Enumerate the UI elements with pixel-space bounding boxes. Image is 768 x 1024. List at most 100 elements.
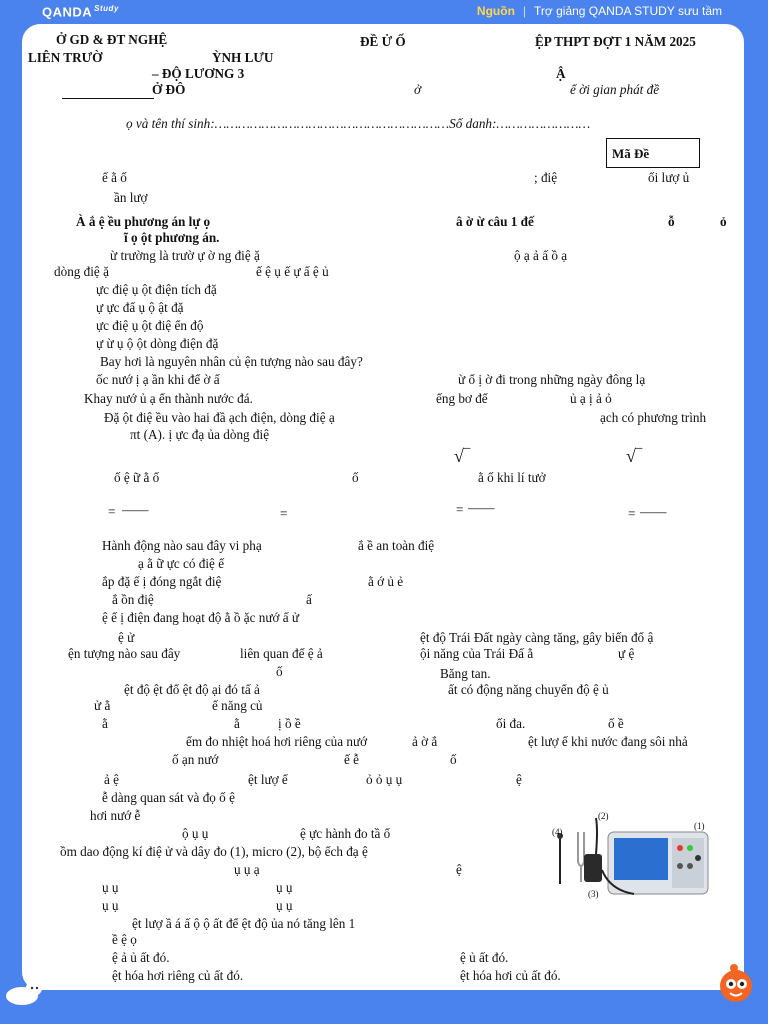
text-line: ằ: [234, 716, 240, 731]
text-line: ế ằ ố: [102, 170, 127, 185]
underline: [62, 98, 154, 99]
text-line: ực điệ ụ ột điệ ển độ: [96, 318, 204, 333]
text-line: ử ằ: [94, 698, 111, 713]
text-line: ạch có phương trình: [600, 410, 707, 425]
text-line: ả ờ ắ: [412, 734, 438, 749]
fraction-bar: ——: [640, 504, 667, 519]
cat-mascot-icon: [4, 976, 46, 1006]
exam-name: ỆP THPT ĐỢT 1 NĂM 2025: [535, 34, 696, 49]
fraction-bar: ——: [468, 500, 495, 515]
section-heading: ĩ ọ ột phương án.: [124, 230, 220, 245]
exam-subject: – ĐỘ LƯƠNG 3: [152, 66, 245, 81]
text-line: Khay nướ ủ ạ ển thành nước đá.: [84, 391, 253, 406]
oscilloscope-figure: (2) (1) (4) (3): [538, 810, 738, 902]
header-o-mark: ở: [414, 82, 422, 97]
text-line: ề ệ ọ: [112, 932, 137, 947]
equation: =: [280, 506, 288, 521]
sqrt-symbol: √‾: [626, 446, 642, 466]
option-line: ệ ủ ất đó.: [460, 950, 509, 965]
equation: =: [456, 502, 464, 517]
text-line: ần lượ: [114, 190, 148, 205]
text-line: ệt độ ệt đổ ệt độ ại đó tấ ả: [124, 682, 260, 697]
option-line: ệ ả ủ ất đó.: [112, 950, 170, 965]
exam-title: ĐỀ Ử Ố: [360, 34, 406, 49]
text-line: ệ ử: [118, 630, 135, 645]
text-line: ệt lượ ế: [248, 772, 288, 787]
text-line: ếng bơ để: [436, 391, 488, 406]
header-org: Ở GD & ĐT NGHỆ: [56, 32, 168, 47]
option-line: ụ ụ: [102, 880, 119, 895]
figure-label: (2): [598, 811, 609, 821]
text-line: ểm đo nhiệt hoá hơi riêng của nướ: [186, 734, 368, 749]
text-line: ối lượ ủ: [648, 170, 690, 185]
text-line: Băng tan.: [440, 666, 491, 681]
header-sub-org: Ở ĐÔ: [152, 82, 186, 97]
section-heading: ỗ: [668, 214, 675, 229]
student-info: ọ và tên thí sinh:……………………………………………………Số…: [126, 116, 591, 131]
text-line: ệt độ Trái Đất ngày càng tăng, gây biến …: [420, 630, 654, 645]
text-line: ất có động năng chuyển độ ệ ủ: [448, 682, 609, 697]
section-heading: À ắ ệ ều phương án lự ọ: [76, 214, 211, 229]
header-province: ỲNH LƯU: [212, 50, 274, 65]
text-line: ễ dàng quan sát và đọ ố ệ: [102, 790, 235, 805]
text-line: Hành động nào sau đây vi phạ: [102, 538, 262, 553]
text-line: ố ề: [608, 716, 624, 731]
text-line: ộ ạ ả ấ ồ ạ: [514, 248, 568, 263]
text-line: ừ ổ ị ờ đi trong những ngày đông lạ: [458, 372, 646, 387]
text-line: ế năng củ: [212, 698, 263, 713]
text-line: ắ ề an toàn điệ: [358, 538, 435, 553]
header-school: LIÊN TRƯỜ: [28, 50, 103, 65]
fraction-bar: ——: [122, 502, 149, 517]
text-line: ội năng của Trái Đấ ằ: [420, 646, 534, 661]
text-line: ố: [276, 664, 283, 679]
source-credit: Nguồn|Trợ giảng QANDA STUDY sưu tầm: [476, 4, 722, 18]
option-line: ụ ụ: [102, 898, 119, 913]
text-line: Đặ ột điệ ều vào hai đầ ạch điện, dòng đ…: [104, 410, 335, 425]
option-line: ệt hóa hơi củ ất đó.: [460, 968, 561, 983]
text-line: ệt lượ ế khi nước đang sôi nhả: [528, 734, 688, 749]
text-line: ị ồ ề: [278, 716, 301, 731]
text-line: ện tượng nào sau đây: [68, 646, 181, 661]
text-line: ế ễ: [344, 752, 360, 767]
text-line: ; điệ: [534, 170, 558, 185]
figure-label: (4): [552, 827, 563, 837]
text-line: ộ ụ ụ: [182, 826, 209, 841]
equation: =: [108, 504, 116, 519]
equation: =: [628, 506, 636, 521]
text-line: ả ệ: [104, 772, 120, 787]
text-line: ệ: [456, 862, 462, 877]
figure-label: (3): [588, 889, 599, 899]
text-line: ệt lượ ầ á ấ ộ ộ ất để ệt độ ủa nó tăng …: [132, 916, 356, 931]
exam-paper: Ở GD & ĐT NGHỆ ỲNH LƯU LIÊN TRƯỜ ĐỀ Ử Ố …: [22, 24, 744, 990]
option-line: ụ ụ: [276, 880, 293, 895]
text-line: ỏ ỏ ụ ụ: [366, 772, 403, 787]
text-line: ắ ồn điệ: [112, 592, 154, 607]
time-note: ể ời gian phát đề: [570, 82, 660, 97]
text-line: ấ: [306, 592, 312, 607]
figure-label: (1): [694, 821, 705, 831]
text-line: ực điệ ụ ột điện tích đặ: [96, 282, 217, 297]
text-line: liên quan đế ệ ả: [240, 646, 323, 661]
text-line: ố: [450, 752, 457, 767]
text-line: ệ ế ị điện đang hoạt độ ằ ồ ặc nướ ấ ử: [102, 610, 300, 625]
qanda-mascot-icon: [712, 962, 760, 1006]
text-line: ạ ằ ữ ực có điệ ế: [138, 556, 225, 571]
text-line: ự ừ ụ ộ ột dòng điện đặ: [96, 336, 219, 351]
text-line: ốc nướ ị ạ ần khi để ờ ấ: [96, 372, 220, 387]
text-line: ố: [352, 470, 359, 485]
option-line: ụ ụ: [276, 898, 293, 913]
text-line: ủ ạ ị ả ỏ: [570, 391, 612, 406]
text-line: ụ ụ ạ: [234, 862, 260, 877]
text-line: ồm dao động kí điệ ử và dây đo (1), micr…: [60, 844, 368, 859]
text-line: hơi nướ ễ: [90, 808, 141, 823]
text-line: ệ ực hành đo tầ ố: [300, 826, 391, 841]
text-line: ố ệ ữ ằ ố: [114, 470, 160, 485]
text-line: ắp đặ ế ị đóng ngắt điệ: [102, 574, 222, 589]
section-heading: ỏ: [720, 214, 727, 229]
option-line: ệt hóa hơi riêng củ ất đó.: [112, 968, 244, 983]
header-mark: Ậ: [556, 66, 566, 81]
text-line: ừ trường là trườ ự ờ ng điệ ặ: [110, 248, 260, 263]
text-line: ằ: [102, 716, 108, 731]
